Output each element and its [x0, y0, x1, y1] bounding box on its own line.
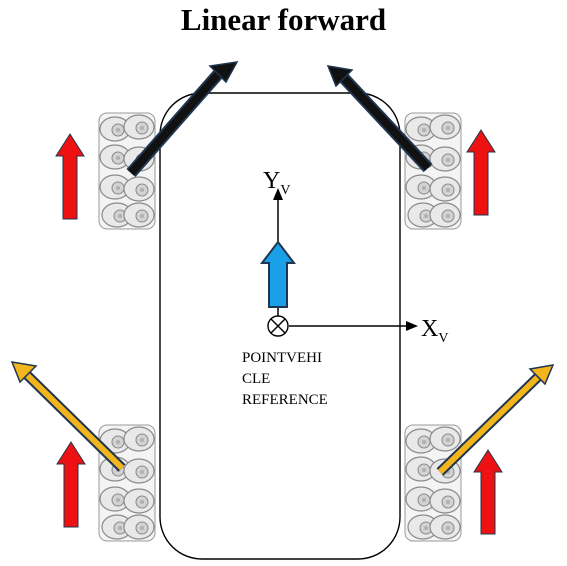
- reference-label-line-2: CLE: [242, 371, 271, 387]
- x-axis-label-sub: V: [438, 330, 449, 346]
- front-right-wheel-motion-arrow: [466, 129, 496, 216]
- rear-left-roller-force-arrow: [10, 361, 126, 472]
- front-left-wheel-motion-arrow: [55, 133, 85, 220]
- rear-right-wheel-icon: [405, 425, 461, 541]
- circle-cross-icon: [267, 315, 289, 337]
- x-axis-label-main: X: [421, 316, 439, 342]
- vehicle-motion-arrow: [259, 240, 297, 308]
- reference-point-label: POINTVEHI CLE REFERENCE: [242, 348, 372, 411]
- x-axis-label: XV: [421, 316, 448, 347]
- front-right-roller-force-arrow: [326, 65, 433, 173]
- y-axis-label-main: Y: [263, 168, 281, 194]
- rear-right-wheel-motion-arrow: [473, 449, 503, 535]
- reference-label-line-1: POINTVEHI: [242, 350, 322, 366]
- x-axis: [289, 321, 418, 331]
- front-right-wheel-icon: [405, 113, 461, 229]
- rear-left-wheel-motion-arrow: [56, 441, 86, 528]
- rear-left-wheel-icon: [99, 425, 155, 541]
- front-left-roller-force-arrow: [126, 61, 239, 177]
- y-axis-label-sub: V: [280, 182, 291, 198]
- rear-right-roller-force-arrow: [436, 364, 555, 476]
- front-left-wheel-icon: [99, 113, 155, 229]
- y-axis-label: YV: [263, 168, 290, 199]
- diagram-title: Linear forward: [180, 2, 387, 37]
- reference-label-line-3: REFERENCE: [242, 392, 328, 408]
